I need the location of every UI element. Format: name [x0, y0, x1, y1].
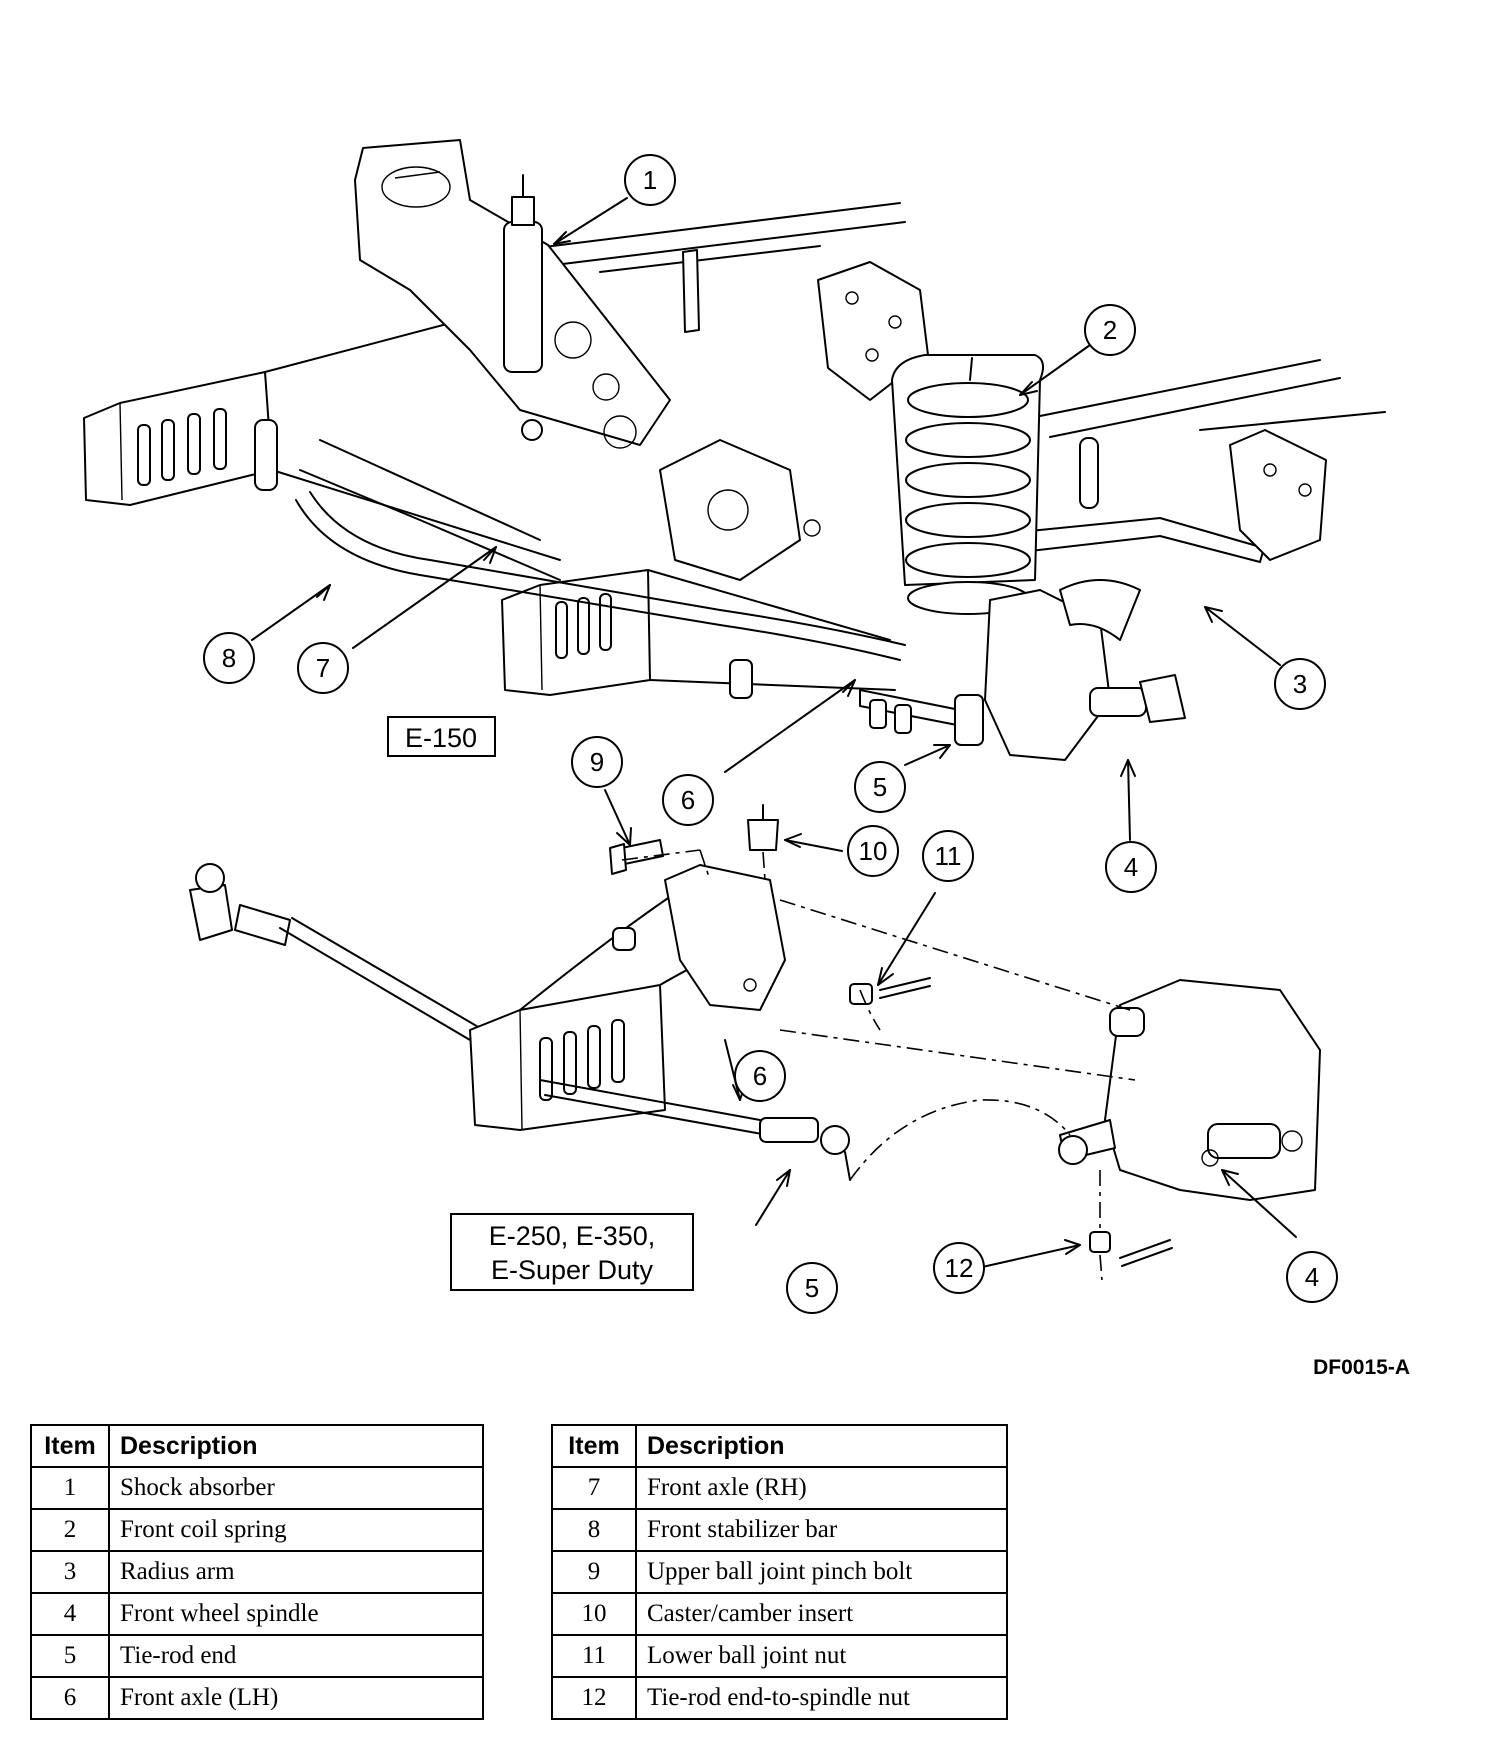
callout-8: 8	[203, 632, 255, 684]
svg-text:4: 4	[1305, 1262, 1319, 1292]
e250-assembly-drawing	[189, 804, 1321, 1281]
item-description: Front coil spring	[108, 1508, 484, 1552]
item-number: 11	[551, 1634, 637, 1678]
item-number: 1	[30, 1466, 110, 1510]
svg-text:E-250, E-350,: E-250, E-350,	[489, 1221, 656, 1251]
svg-text:7: 7	[316, 653, 330, 683]
description-header: Description	[635, 1424, 1008, 1468]
item-header: Item	[551, 1424, 637, 1468]
callout-1: 1	[624, 154, 676, 206]
callout-5b: 5	[786, 1262, 838, 1314]
item-description: Front axle (RH)	[635, 1466, 1008, 1510]
item-description: Shock absorber	[108, 1466, 484, 1510]
callout-2: 2	[1084, 304, 1136, 356]
callout-3: 3	[1274, 658, 1326, 710]
callout-10: 10	[847, 825, 899, 877]
svg-text:9: 9	[590, 747, 604, 777]
svg-text:1: 1	[643, 165, 657, 195]
callout-4: 4	[1105, 841, 1157, 893]
e150-assembly-drawing	[83, 139, 1386, 761]
svg-text:8: 8	[222, 643, 236, 673]
svg-text:5: 5	[805, 1273, 819, 1303]
callout-9: 9	[571, 736, 623, 788]
svg-text:12: 12	[945, 1253, 974, 1283]
svg-text:5: 5	[873, 772, 887, 802]
callout-7: 7	[297, 642, 349, 694]
item-description: Tie-rod end-to-spindle nut	[635, 1676, 1008, 1720]
callout-6: 6	[662, 774, 714, 826]
item-description: Upper ball joint pinch bolt	[635, 1550, 1008, 1594]
item-number: 8	[551, 1508, 637, 1552]
svg-text:E-Super Duty: E-Super Duty	[491, 1255, 654, 1285]
item-description: Front axle (LH)	[108, 1676, 484, 1720]
svg-text:10: 10	[859, 836, 888, 866]
svg-text:11: 11	[935, 841, 962, 871]
item-description: Caster/camber insert	[635, 1592, 1008, 1636]
callout-12: 12	[933, 1242, 985, 1294]
item-description: Lower ball joint nut	[635, 1634, 1008, 1678]
item-description: Tie-rod end	[108, 1634, 484, 1678]
table-header-row: Item Description	[30, 1424, 484, 1468]
svg-text:E-150: E-150	[405, 723, 477, 753]
svg-text:2: 2	[1103, 315, 1117, 345]
item-number: 4	[30, 1592, 110, 1636]
item-number: 12	[551, 1676, 637, 1720]
callout-11: 11	[922, 830, 974, 882]
item-number: 7	[551, 1466, 637, 1510]
item-number: 10	[551, 1592, 637, 1636]
svg-text:4: 4	[1124, 852, 1138, 882]
description-header: Description	[108, 1424, 484, 1468]
item-description: Front wheel spindle	[108, 1592, 484, 1636]
item-header: Item	[30, 1424, 110, 1468]
table-header-row: Item Description	[551, 1424, 1008, 1468]
item-description: Front stabilizer bar	[635, 1508, 1008, 1552]
item-number: 9	[551, 1550, 637, 1594]
model-label-e150: E-150	[387, 716, 496, 757]
item-number: 6	[30, 1676, 110, 1720]
callout-leaders	[251, 197, 1297, 1273]
item-number: 2	[30, 1508, 110, 1552]
item-number: 5	[30, 1634, 110, 1678]
callout-4b: 4	[1286, 1251, 1338, 1303]
svg-text:6: 6	[753, 1061, 767, 1091]
item-number: 3	[30, 1550, 110, 1594]
item-description: Radius arm	[108, 1550, 484, 1594]
model-label-e250: E-250, E-350, E-Super Duty	[450, 1213, 694, 1291]
figure-id: DF0015-A	[1313, 1356, 1410, 1379]
callout-6b: 6	[734, 1050, 786, 1102]
svg-text:3: 3	[1293, 669, 1307, 699]
svg-text:6: 6	[681, 785, 695, 815]
callout-5: 5	[854, 761, 906, 813]
